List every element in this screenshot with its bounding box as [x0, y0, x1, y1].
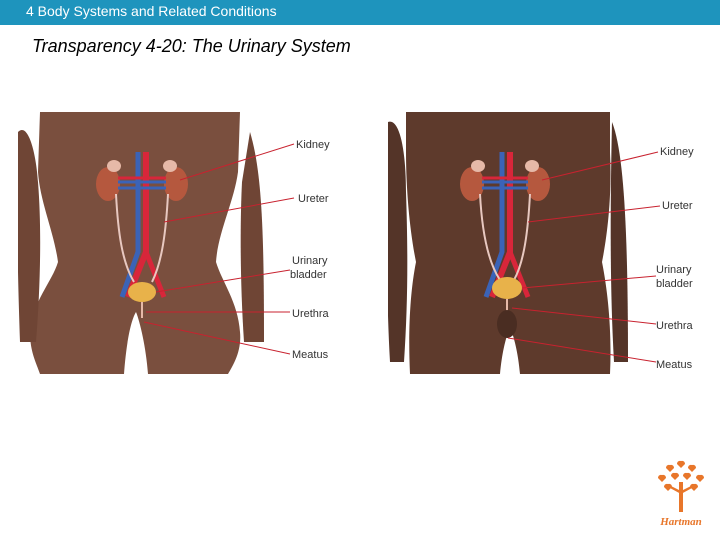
female-label-urethra: Urethra [292, 308, 330, 320]
header-bar: 4 Body Systems and Related Conditions [0, 0, 720, 25]
male-vena-cava [483, 152, 505, 298]
male-label-urinary: Urinary [656, 264, 692, 276]
female-adrenal-right [163, 160, 177, 172]
male-bladder [492, 277, 522, 299]
female-adrenal-left [107, 160, 121, 172]
male-adrenal-right [525, 160, 539, 172]
male-ureter-left [479, 193, 501, 281]
female-kidney-right [164, 167, 188, 201]
female-renal-vessels [118, 180, 166, 190]
male-left-arm [388, 121, 408, 362]
female-label-ureter: Ureter [298, 193, 329, 205]
male-leader-lines [507, 151, 661, 363]
female-label-bladder: bladder [290, 269, 327, 281]
male-ureter-right [513, 193, 531, 281]
male-label-ureter: Ureter [662, 200, 693, 212]
male-renal-vessels [482, 180, 528, 190]
slide-title: Transparency 4-20: The Urinary System [32, 36, 351, 56]
male-kidney-leader [541, 151, 659, 181]
male-label-urethra: Urethra [656, 320, 694, 332]
header-title: 4 Body Systems and Related Conditions [26, 3, 277, 19]
male-label-kidney: Kidney [660, 146, 694, 158]
female-urinary-figure: Kidney Ureter Urinary bladder Urethra Me… [18, 112, 330, 374]
hartman-logo: Hartman [648, 458, 714, 532]
female-leader-lines [143, 143, 295, 355]
male-urinary-figure: Kidney Ureter Urinary bladder Urethra Me… [388, 112, 694, 374]
female-label-kidney: Kidney [296, 139, 330, 151]
male-label-meatus: Meatus [656, 359, 693, 371]
female-bladder [128, 282, 156, 302]
male-kidney-left [460, 167, 484, 201]
male-right-arm [610, 122, 628, 362]
female-body [30, 112, 241, 374]
female-right-arm [240, 132, 264, 342]
female-label-urinary: Urinary [292, 255, 328, 267]
male-ureter-leader [527, 205, 661, 223]
female-meatus-leader [143, 321, 291, 355]
female-ureter-leader [163, 197, 295, 223]
female-kidney-leader [179, 143, 295, 181]
heart-tree-icon [657, 460, 705, 512]
male-label-bladder: bladder [656, 278, 693, 290]
male-genitals [497, 310, 517, 338]
male-adrenal-left [471, 160, 485, 172]
hartman-wordmark: Hartman [660, 516, 702, 528]
female-ureter-right [151, 193, 169, 283]
male-bladder-leader [521, 275, 657, 289]
male-meatus-leader [507, 337, 657, 363]
male-iliac-right [507, 251, 531, 298]
female-label-meatus: Meatus [292, 349, 329, 361]
female-kidney-left [96, 167, 120, 201]
female-left-arm [18, 130, 41, 342]
female-ureter-left [115, 193, 135, 283]
female-vena-cava [119, 152, 141, 298]
male-kidney-right [526, 167, 550, 201]
female-bladder-leader [155, 269, 291, 293]
male-urethra-leader [511, 307, 657, 325]
